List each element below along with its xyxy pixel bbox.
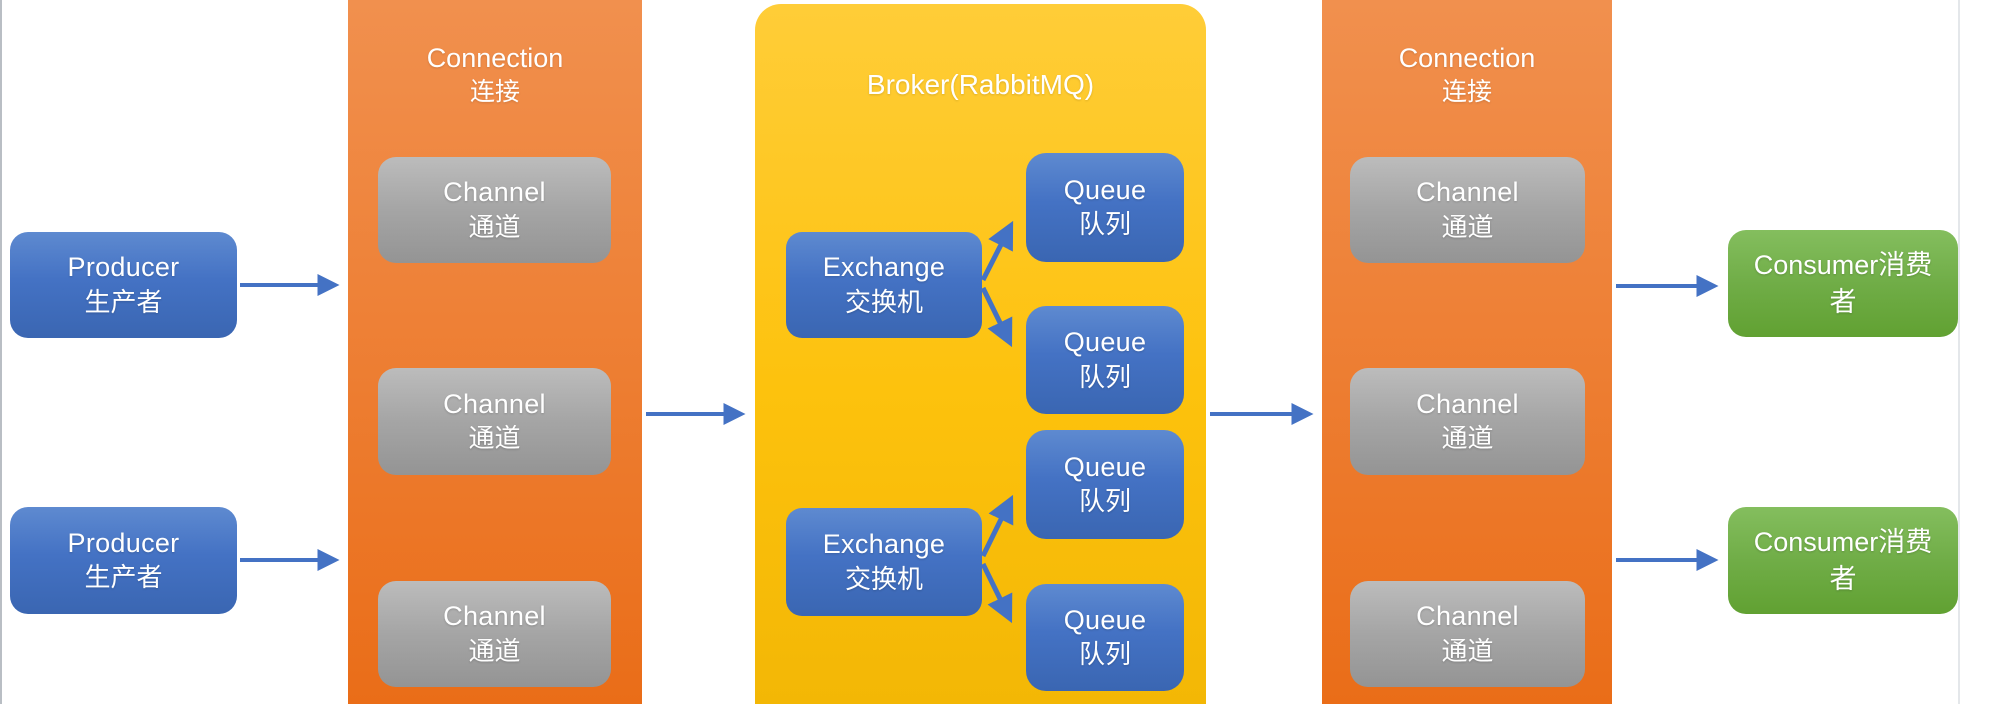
exchange-label-zh: 交换机 bbox=[844, 563, 923, 594]
consumer-label: Consumer消费者 bbox=[1753, 250, 1933, 317]
queue-label-zh: 队列 bbox=[1078, 361, 1131, 392]
exchange-node-1: Exchange 交换机 bbox=[786, 232, 982, 338]
channel-label-en: Channel bbox=[1416, 177, 1519, 208]
queue-label-zh: 队列 bbox=[1078, 639, 1131, 670]
connection-label-zh: 连接 bbox=[469, 78, 520, 107]
channel-node-producer-3: Channel 通道 bbox=[378, 581, 611, 687]
connection-label-en: Connection bbox=[426, 43, 564, 73]
producer-label-zh: 生产者 bbox=[84, 562, 163, 593]
channel-label-en: Channel bbox=[443, 601, 546, 632]
broker-label: Broker(RabbitMQ) bbox=[866, 69, 1095, 100]
producer-node-1: Producer 生产者 bbox=[10, 232, 237, 338]
queue-node-4: Queue 队列 bbox=[1026, 584, 1184, 691]
connection-label-zh: 连接 bbox=[1441, 78, 1492, 107]
left-page-edge bbox=[0, 0, 2, 704]
channel-label-en: Channel bbox=[443, 177, 546, 208]
exchange-label-zh: 交换机 bbox=[844, 286, 923, 317]
consumer-node-2: Consumer消费者 bbox=[1728, 507, 1958, 614]
exchange-node-2: Exchange 交换机 bbox=[786, 508, 982, 616]
queue-label-zh: 队列 bbox=[1078, 486, 1131, 517]
exchange-label-en: Exchange bbox=[822, 252, 946, 283]
queue-label-en: Queue bbox=[1063, 174, 1147, 205]
channel-label-zh: 通道 bbox=[468, 423, 521, 454]
channel-node-consumer-3: Channel 通道 bbox=[1350, 581, 1585, 687]
channel-node-consumer-1: Channel 通道 bbox=[1350, 157, 1585, 263]
broker-title: Broker(RabbitMQ) bbox=[755, 66, 1206, 104]
channel-node-consumer-2: Channel 通道 bbox=[1350, 368, 1585, 475]
channel-node-producer-2: Channel 通道 bbox=[378, 368, 611, 475]
queue-label-en: Queue bbox=[1063, 451, 1147, 482]
queue-label-en: Queue bbox=[1063, 327, 1147, 358]
queue-label-en: Queue bbox=[1063, 604, 1147, 635]
channel-label-zh: 通道 bbox=[468, 211, 521, 242]
consumer-label: Consumer消费者 bbox=[1753, 527, 1933, 594]
channel-label-zh: 通道 bbox=[1441, 423, 1494, 454]
queue-label-zh: 队列 bbox=[1078, 209, 1131, 240]
channel-label-zh: 通道 bbox=[1441, 635, 1494, 666]
connection-column-title: Connection 连接 bbox=[1322, 40, 1612, 110]
connection-label-en: Connection bbox=[1398, 43, 1536, 73]
channel-label-zh: 通道 bbox=[1441, 211, 1494, 242]
channel-label-en: Channel bbox=[1416, 388, 1519, 419]
queue-node-3: Queue 队列 bbox=[1026, 430, 1184, 539]
producer-label-en: Producer bbox=[67, 252, 180, 283]
producer-label-zh: 生产者 bbox=[84, 286, 163, 317]
queue-node-1: Queue 队列 bbox=[1026, 153, 1184, 262]
slide-right-edge bbox=[1958, 0, 1960, 704]
exchange-label-en: Exchange bbox=[822, 529, 946, 560]
connection-column-title: Connection 连接 bbox=[348, 40, 642, 110]
producer-node-2: Producer 生产者 bbox=[10, 507, 237, 614]
channel-label-en: Channel bbox=[443, 388, 546, 419]
channel-node-producer-1: Channel 通道 bbox=[378, 157, 611, 263]
producer-label-en: Producer bbox=[67, 527, 180, 558]
channel-label-zh: 通道 bbox=[468, 635, 521, 666]
queue-node-2: Queue 队列 bbox=[1026, 306, 1184, 414]
consumer-node-1: Consumer消费者 bbox=[1728, 230, 1958, 337]
channel-label-en: Channel bbox=[1416, 601, 1519, 632]
